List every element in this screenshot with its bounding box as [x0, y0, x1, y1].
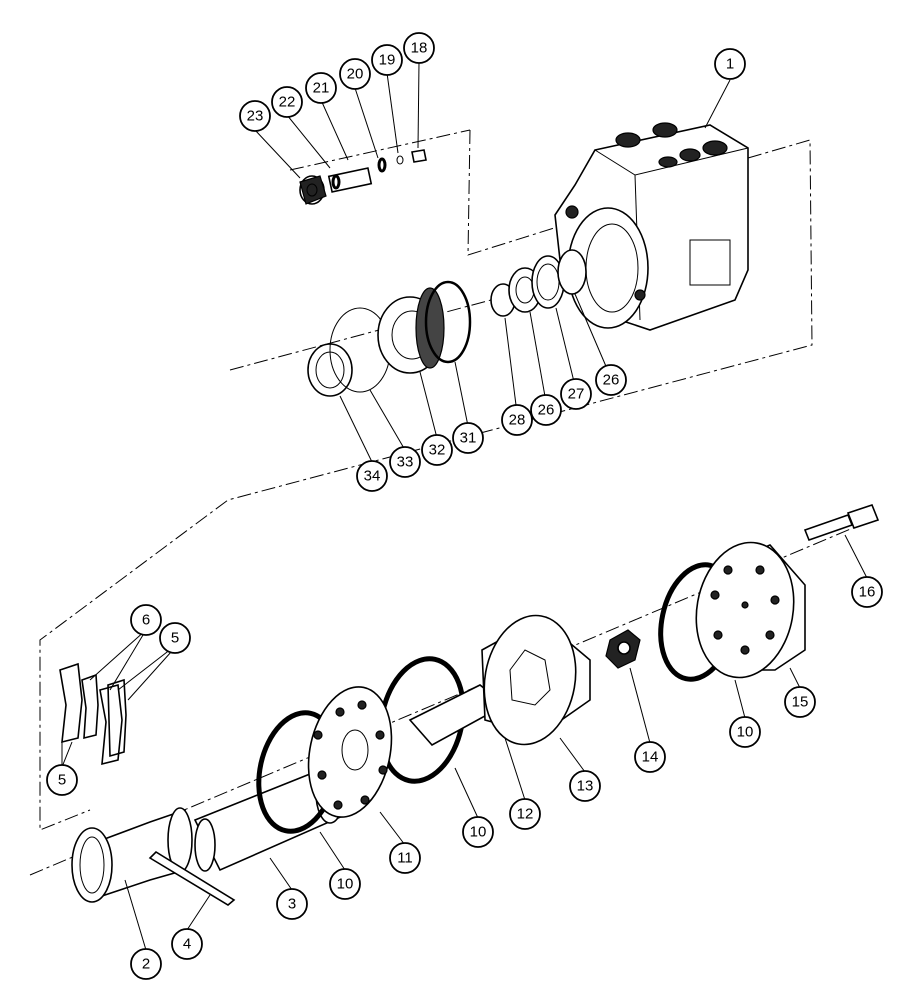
callout-31: 31	[452, 422, 484, 454]
callout-circle	[46, 764, 78, 796]
callout-2: 2	[130, 948, 162, 980]
callout-label: 32	[429, 442, 446, 459]
callout-label: 27	[568, 386, 585, 403]
callout-circle	[421, 434, 453, 466]
callout-23: 23	[239, 100, 271, 132]
callout-circle	[371, 44, 403, 76]
callout-15: 15	[784, 686, 816, 718]
callout-circle	[130, 604, 162, 636]
callout-label: 31	[460, 430, 477, 447]
callout-circle	[130, 948, 162, 980]
callout-label: 10	[470, 824, 487, 841]
callout-label: 20	[347, 66, 364, 83]
callout-label: 11	[397, 850, 413, 867]
callout-circle	[595, 364, 627, 396]
callout-circle	[462, 816, 494, 848]
callout-label: 5	[58, 772, 66, 789]
callout-21: 21	[305, 72, 337, 104]
callout-circle	[271, 86, 303, 118]
callout-20: 20	[339, 58, 371, 90]
callout-circle	[729, 716, 761, 748]
callout-label: 21	[313, 80, 330, 97]
relief-valve-parts	[299, 149, 427, 205]
callout-label: 28	[509, 412, 526, 429]
callout-circle	[276, 888, 308, 920]
callout-10: 10	[329, 868, 361, 900]
callout-circle	[329, 868, 361, 900]
callout-34: 34	[356, 460, 388, 492]
callout-label: 2	[142, 956, 150, 973]
callout-10: 10	[462, 816, 494, 848]
callout-label: 18	[411, 40, 428, 57]
callout-label: 15	[792, 694, 809, 711]
callout-circle	[560, 378, 592, 410]
callout-label: 3	[288, 896, 296, 913]
callout-27: 27	[560, 378, 592, 410]
callout-circle	[356, 460, 388, 492]
callout-label: 26	[538, 402, 555, 419]
callout-circle	[389, 446, 421, 478]
callout-circle	[403, 32, 435, 64]
callout-16: 16	[851, 576, 883, 608]
callout-circle	[239, 100, 271, 132]
callout-22: 22	[271, 86, 303, 118]
callout-circle	[851, 576, 883, 608]
callout-circle	[501, 404, 533, 436]
callout-circle	[452, 422, 484, 454]
callout-label: 6	[142, 612, 150, 629]
callout-label: 34	[364, 468, 381, 485]
callout-19: 19	[371, 44, 403, 76]
callout-label: 19	[379, 52, 396, 69]
callout-label: 14	[642, 749, 659, 766]
callout-circle	[159, 622, 191, 654]
callout-label: 10	[337, 876, 354, 893]
callout-12: 12	[509, 798, 541, 830]
callout-5: 5	[159, 622, 191, 654]
callout-label: 13	[577, 778, 594, 795]
callout-circle	[509, 798, 541, 830]
callout-label: 5	[171, 630, 179, 647]
callout-circle	[305, 72, 337, 104]
callout-circle	[634, 741, 666, 773]
callout-circle	[569, 770, 601, 802]
callout-4: 4	[171, 928, 203, 960]
callout-circle	[530, 394, 562, 426]
callout-label: 4	[183, 936, 191, 953]
callout-11: 11	[389, 842, 421, 874]
callout-5: 5	[46, 764, 78, 796]
callout-label: 23	[247, 108, 264, 125]
callout-label: 10	[737, 724, 754, 741]
callout-18: 18	[403, 32, 435, 64]
callout-circle	[171, 928, 203, 960]
callout-3: 3	[276, 888, 308, 920]
seal-stack	[307, 249, 587, 397]
callout-circle	[714, 48, 746, 80]
callout-6: 6	[130, 604, 162, 636]
callout-1: 1	[714, 48, 746, 80]
callout-label: 26	[603, 372, 620, 389]
callout-label: 12	[517, 806, 534, 823]
callout-33: 33	[389, 446, 421, 478]
callout-label: 1	[726, 56, 734, 73]
callout-label: 16	[859, 584, 876, 601]
callout-28: 28	[501, 404, 533, 436]
callout-circle	[389, 842, 421, 874]
callout-label: 33	[397, 454, 414, 471]
callout-14: 14	[634, 741, 666, 773]
callout-circle	[339, 58, 371, 90]
callout-32: 32	[421, 434, 453, 466]
callout-26: 26	[530, 394, 562, 426]
callout-label: 22	[279, 94, 296, 111]
leader-lines	[61, 61, 868, 951]
callout-10: 10	[729, 716, 761, 748]
callout-circle	[784, 686, 816, 718]
part-callouts: 1234556101010111213141516181920212223262…	[46, 32, 883, 980]
callout-26: 26	[595, 364, 627, 396]
lower-assembly-parts	[59, 504, 880, 906]
callout-13: 13	[569, 770, 601, 802]
valve-housing-part-1	[554, 122, 749, 331]
